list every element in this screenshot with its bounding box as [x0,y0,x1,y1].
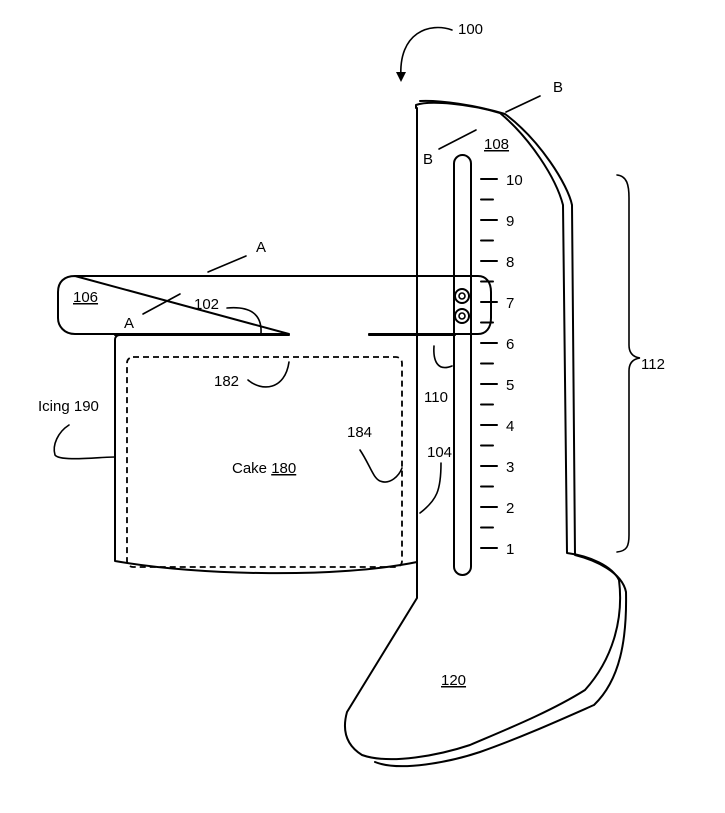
arm-106 [57,275,492,335]
scale-tick-label: 6 [506,336,514,353]
label-a-upper: A [256,239,266,256]
stand-side-edge [374,99,628,768]
label-182: 182 [214,373,239,390]
label-b-upper: B [553,79,563,96]
cake-inner-dashed [126,356,403,568]
scale-tick-label: 9 [506,213,514,230]
brace-112 [616,174,641,553]
scale-tick-label: 5 [506,377,514,394]
label-120: 120 [441,672,466,689]
label-icing-190: Icing 190 [38,398,99,415]
cake-outer-icing [114,334,418,575]
scale-tick-label: 7 [506,295,514,312]
leader-110 [433,345,453,369]
arrow-100-head-icon [396,72,406,82]
label-184: 184 [347,424,372,441]
label-104: 104 [427,444,452,461]
scale-slot [453,154,472,576]
label-112: 112 [641,356,665,373]
label-cake: Cake 180 [232,460,296,477]
screw-top-icon [454,288,470,304]
scale-tick-label: 4 [506,418,514,435]
section-a-line-upper [207,255,247,273]
label-106: 106 [73,289,98,306]
scale-tick-label: 2 [506,500,514,517]
leader-icing-190 [53,424,116,460]
label-a-lower: A [124,315,134,332]
leader-184 [359,449,403,483]
section-b-line-upper [505,95,541,113]
label-b-lower: B [423,151,433,168]
scale-tick-label: 10 [506,172,523,189]
scale-tick-label: 1 [506,541,514,558]
scale-tick-label: 8 [506,254,514,271]
scale-tick-label: 3 [506,459,514,476]
leader-182 [247,361,290,388]
arrow-100 [400,26,453,79]
label-110: 110 [424,389,448,406]
leader-104 [419,462,442,514]
label-102: 102 [194,296,219,313]
label-100: 100 [458,21,483,38]
label-108: 108 [484,136,509,153]
leader-102 [226,306,262,334]
screw-bottom-icon [454,308,470,324]
section-a-line-lower [142,293,181,315]
section-b-line-lower [438,129,477,150]
scale-ticks: 1 2 3 4 5 6 7 8 9 10 [480,172,523,558]
stand-front-face [343,101,622,761]
